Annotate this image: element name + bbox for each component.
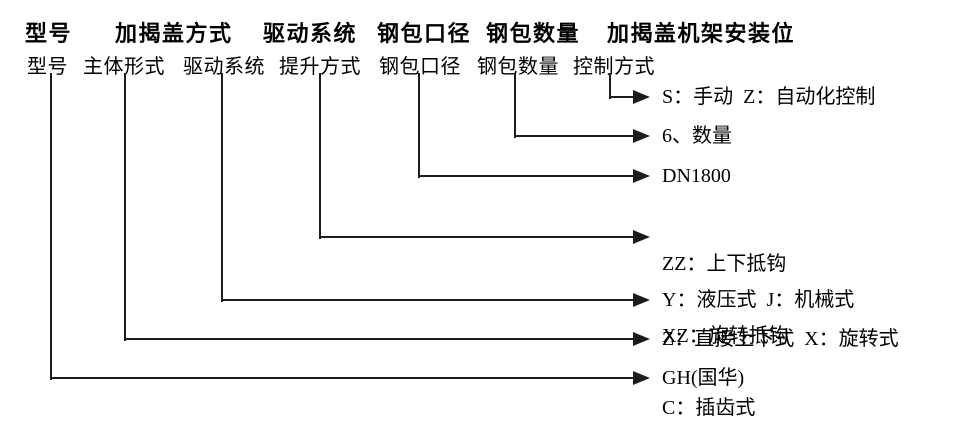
- explanation-drive-system: Y：液压式 J：机械式: [662, 289, 855, 311]
- lifting-option-zz: ZZ：上下抵钩: [662, 253, 787, 275]
- arrow-right-icon: [633, 293, 650, 307]
- connector-hline: [50, 377, 634, 379]
- connector-hline: [514, 135, 634, 137]
- explanation-ladle-count: 6、数量: [662, 125, 732, 147]
- connector-hline: [124, 338, 634, 340]
- connector-hline: [319, 236, 634, 238]
- top-label-ladle-diameter: 钢包口径: [377, 21, 472, 46]
- sec-label-body-form: 主体形式: [83, 56, 165, 78]
- lifting-option-xz: XZ：旋转抵钩: [662, 325, 789, 347]
- top-label-drive-system: 驱动系统: [263, 21, 358, 46]
- top-label-ladle-count: 钢包数量: [486, 21, 581, 46]
- connector-vline: [124, 73, 126, 341]
- arrow-right-icon: [633, 332, 650, 346]
- sec-label-lifting-method: 提升方式: [279, 56, 361, 78]
- connector-hline: [609, 96, 634, 98]
- connector-vline: [221, 73, 223, 302]
- connector-hline: [221, 299, 634, 301]
- connector-hline: [418, 175, 634, 177]
- top-label-frame-mount-position: 加揭盖机架安装位: [607, 21, 796, 46]
- explanation-model-prefix: GH(国华): [662, 367, 745, 389]
- explanation-body-form: Z：直接上下式 X：旋转式: [662, 328, 899, 350]
- sec-label-ladle-count: 钢包数量: [477, 56, 559, 78]
- lifting-option-c: C：插齿式: [662, 397, 756, 419]
- explanation-ladle-diameter: DN1800: [662, 165, 731, 187]
- sec-label-model-code: 型号: [27, 56, 68, 78]
- sec-label-drive-system: 驱动系统: [183, 56, 265, 78]
- connector-vline: [319, 73, 321, 239]
- top-label-model-code: 型号: [25, 21, 73, 46]
- arrow-right-icon: [633, 230, 650, 244]
- top-label-cover-method: 加揭盖方式: [115, 21, 233, 46]
- sec-label-ladle-diameter: 钢包口径: [379, 56, 461, 78]
- arrow-right-icon: [633, 169, 650, 183]
- connector-vline: [50, 73, 52, 380]
- sec-label-control-mode: 控制方式: [573, 56, 655, 78]
- connector-vline: [609, 73, 611, 99]
- arrow-right-icon: [633, 371, 650, 385]
- explanation-lifting-method: ZZ：上下抵钩 XZ：旋转抵钩 C：插齿式: [662, 204, 789, 422]
- connector-vline: [514, 73, 516, 138]
- arrow-right-icon: [633, 90, 650, 104]
- arrow-right-icon: [633, 129, 650, 143]
- connector-vline: [418, 73, 420, 178]
- explanation-control-mode: S：手动 Z：自动化控制: [662, 86, 876, 108]
